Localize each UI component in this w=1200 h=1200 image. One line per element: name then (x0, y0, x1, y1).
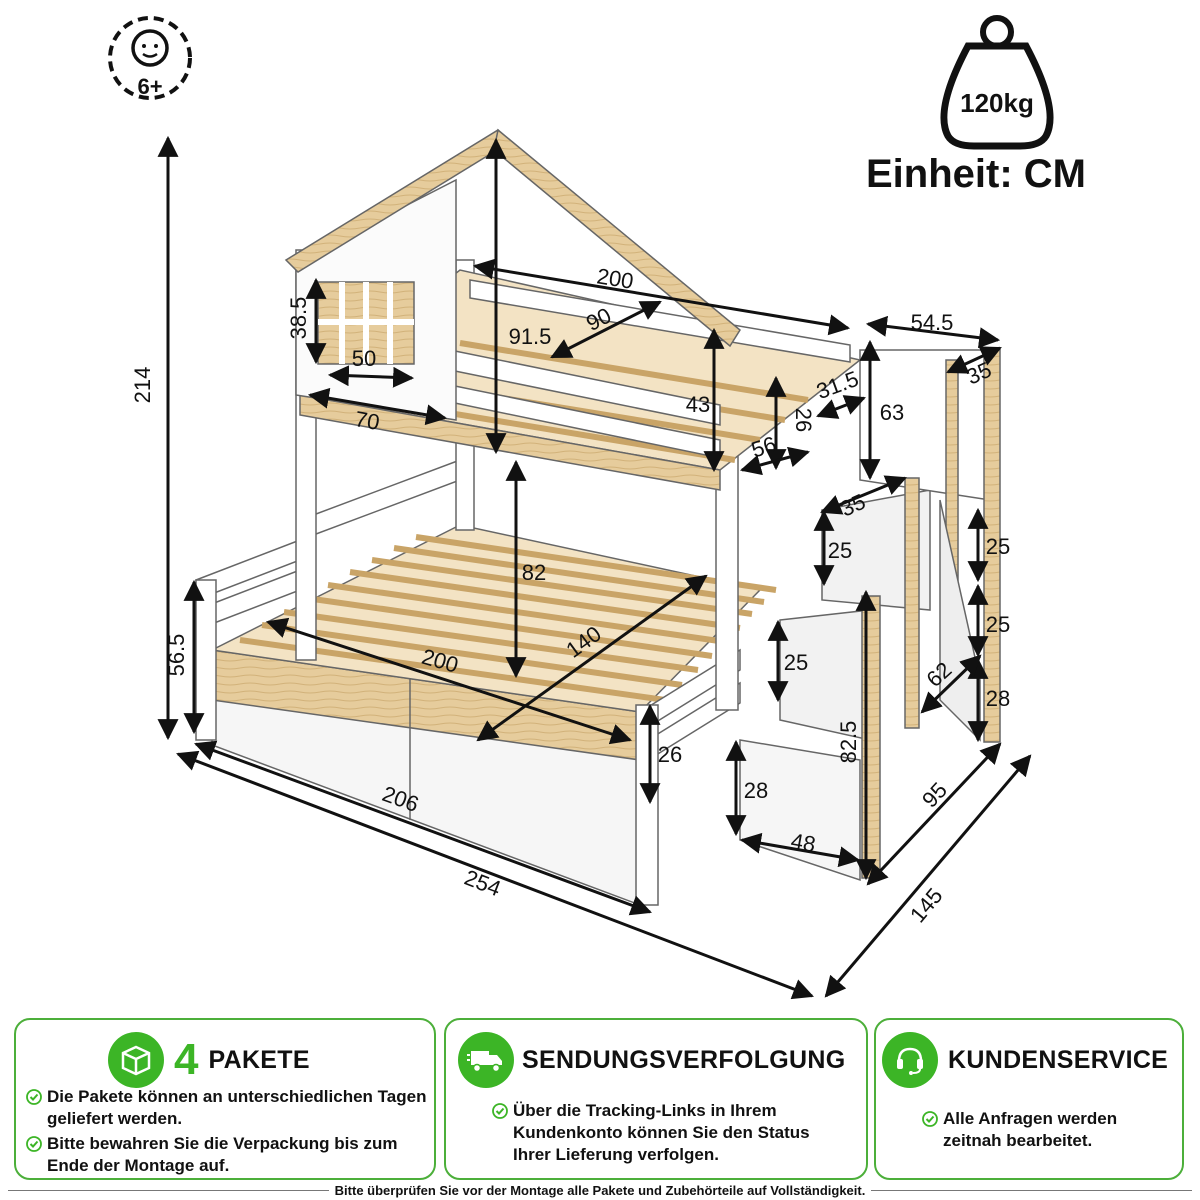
dim-step-height-2: 25 (986, 534, 1010, 559)
dim-stair-rail-height: 63 (880, 400, 904, 425)
delivery-truck-icon (458, 1032, 514, 1088)
dim-side-rail-height: 56.5 (164, 634, 189, 677)
list-item: Alle Anfragen werden zeitnah bearbeitet. (922, 1108, 1162, 1152)
card-title-packages: PAKETE (208, 1045, 310, 1074)
bullet-text: Die Pakete können an unterschiedlichen T… (47, 1087, 427, 1128)
weight-icon: 120kg (940, 15, 1054, 150)
dim-top-length: 200 (595, 263, 635, 293)
dim-step-height-3: 25 (986, 612, 1010, 637)
card-packages: 4 PAKETE Die Pakete können an unterschie… (14, 1018, 436, 1180)
dim-stair-height: 82.5 (836, 721, 861, 764)
list-item: Bitte bewahren Sie die Verpackung bis zu… (26, 1133, 428, 1177)
check-circle-icon (26, 1136, 42, 1152)
dim-total-length: 254 (461, 865, 504, 901)
dim-roof-ledge: 70 (353, 406, 381, 435)
bullet-text: Alle Anfragen werden zeitnah bearbeitet. (943, 1109, 1118, 1150)
dim-roof-height: 91.5 (509, 324, 552, 349)
dim-drawer-width: 48 (789, 828, 817, 857)
headset-icon (882, 1032, 938, 1088)
card-customer-service: KUNDENSERVICE Alle Anfragen werden zeitn… (874, 1018, 1184, 1180)
dim-top-rail: 43 (686, 392, 710, 417)
dim-drawer-height: 28 (744, 778, 768, 803)
check-circle-icon (492, 1103, 508, 1119)
footer-text: Bitte überprüfen Sie vor der Montage all… (328, 1183, 872, 1198)
bullet-text: Über die Tracking-Links in Ihrem Kundenk… (513, 1101, 810, 1164)
card-title-tracking: SENDUNGSVERFOLGUNG (522, 1045, 846, 1074)
package-icon (108, 1032, 164, 1088)
dim-window-height: 38.5 (286, 297, 311, 340)
weight-label: 120kg (960, 88, 1034, 118)
card-tracking: SENDUNGSVERFOLGUNG Über die Tracking-Lin… (444, 1018, 868, 1180)
dimension-lines (157, 135, 1032, 1000)
dim-bottom-guard-side: 26 (658, 742, 682, 767)
dim-height-total: 214 (130, 367, 155, 404)
dim-step-height-4: 28 (986, 686, 1010, 711)
bunk-bed-dimension-drawing: 6+ 120kg (108, 15, 1054, 1000)
list-item: Über die Tracking-Links in Ihrem Kundenk… (492, 1100, 826, 1166)
dim-total-width: 145 (905, 883, 948, 927)
age-label: 6+ (137, 74, 162, 99)
card-title-customer-service: KUNDENSERVICE (948, 1045, 1169, 1074)
unit-label: Einheit: CM (866, 152, 1086, 196)
check-circle-icon (26, 1089, 42, 1105)
dim-top-guard: 26 (791, 408, 816, 432)
check-circle-icon (922, 1111, 938, 1127)
footer-note: Bitte überprüfen Sie vor der Montage all… (0, 1182, 1200, 1200)
dim-bottom-guard-front: 25 (784, 650, 808, 675)
age-6plus-icon: 6+ (108, 16, 192, 100)
bullet-text: Bitte bewahren Sie die Verpackung bis zu… (47, 1134, 398, 1175)
list-item: Die Pakete können an unterschiedlichen T… (26, 1086, 428, 1130)
dim-stair-depth: 95 (917, 777, 952, 812)
package-count: 4 (174, 1035, 199, 1084)
dim-stair-top-width: 54.5 (911, 310, 954, 335)
dim-clearance: 82 (522, 560, 546, 585)
dim-window-width: 50 (352, 346, 376, 371)
dim-step-height-1: 25 (828, 538, 852, 563)
